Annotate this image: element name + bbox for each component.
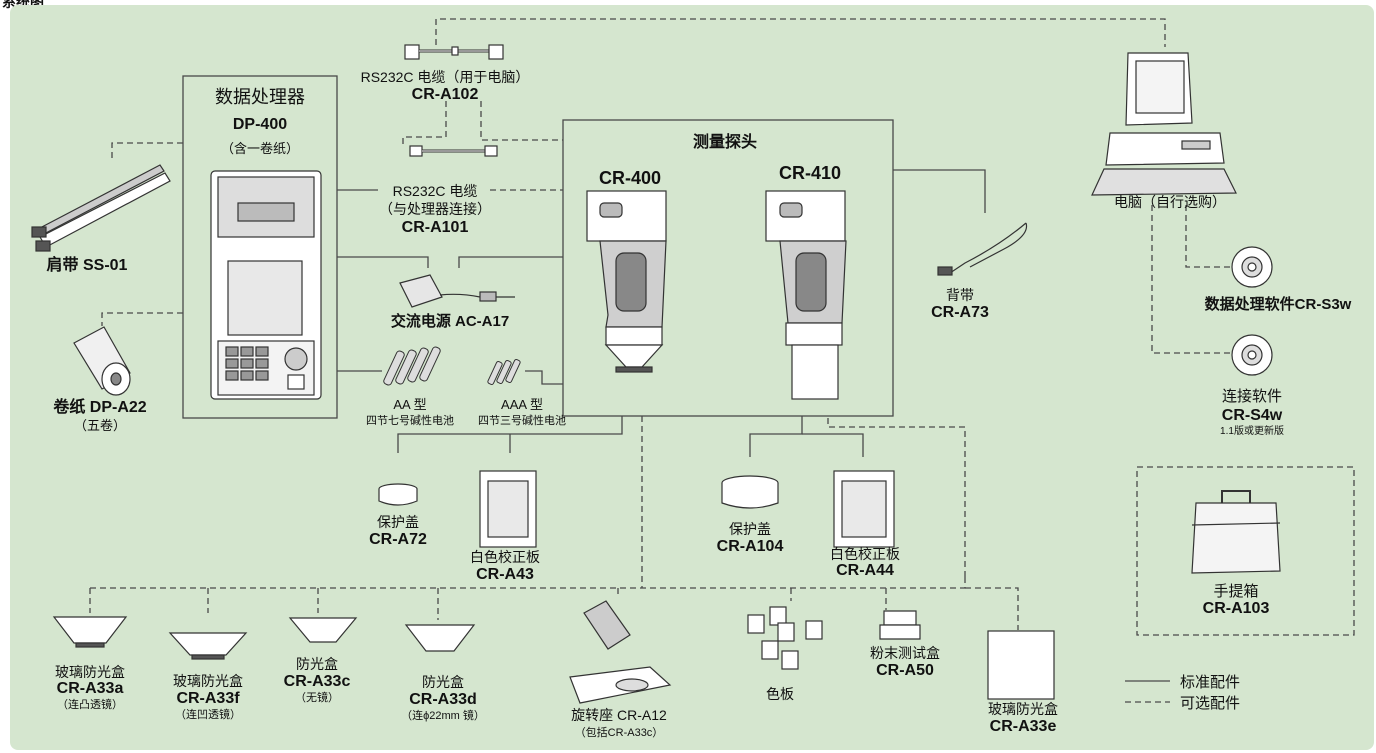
a33d-model: CR-A33d bbox=[409, 691, 477, 708]
processor-title: 数据处理器 bbox=[215, 87, 305, 107]
a33c-note: （无镜） bbox=[295, 692, 339, 704]
hand-strap-image bbox=[937, 222, 1028, 276]
software-link-model: CR-S4w bbox=[1221, 407, 1283, 424]
probe-title: 测量探头 bbox=[692, 134, 757, 151]
cal-a43-model: CR-A43 bbox=[476, 566, 534, 583]
aaa-battery-label: AAA 型 bbox=[501, 397, 543, 412]
a33c-model: CR-A33c bbox=[283, 673, 351, 690]
a33e-name: 玻璃防光盒 bbox=[988, 701, 1058, 717]
pc-cable-name: RS232C 电缆（用于电脑） bbox=[360, 69, 530, 85]
a33e-model: CR-A33e bbox=[989, 718, 1057, 735]
cap-a104-model: CR-A104 bbox=[716, 538, 784, 555]
cal-a44-name: 白色校正板 bbox=[830, 546, 900, 562]
software-link-note: 1.1版或更新版 bbox=[1220, 426, 1284, 437]
a33d-name: 防光盒 bbox=[422, 674, 464, 690]
ac-adapter-label: 交流电源 AC-A17 bbox=[390, 313, 510, 330]
case-name: 手提箱 bbox=[1213, 583, 1259, 600]
ac-adapter-image bbox=[399, 274, 515, 308]
aa-battery-image bbox=[383, 346, 441, 386]
cal-a43-name: 白色校正板 bbox=[470, 549, 540, 565]
roll-paper-image bbox=[73, 326, 131, 396]
a33f-model: CR-A33f bbox=[176, 690, 240, 707]
case-model: CR-A103 bbox=[1202, 600, 1270, 617]
rotating-stand-image bbox=[569, 600, 672, 704]
aa-battery-sub: 四节七号碱性电池 bbox=[366, 415, 454, 427]
legend-lines bbox=[1125, 680, 1170, 703]
color-tiles-image bbox=[747, 606, 823, 670]
cr-410-head-image bbox=[765, 190, 847, 400]
a33a-note: （连凸透镜） bbox=[57, 699, 123, 711]
a33f-note: （连凹透镜） bbox=[175, 709, 241, 721]
shoulder-strap-image bbox=[31, 164, 171, 252]
software-disc-images bbox=[1231, 246, 1273, 376]
cap-a104-name: 保护盖 bbox=[729, 521, 771, 537]
processor-box bbox=[182, 75, 338, 419]
dp-cable-name: RS232C 电缆 bbox=[392, 183, 478, 199]
stand-note: （包括CR-A33c） bbox=[574, 727, 664, 739]
software-data-label: 数据处理软件CR-S3w bbox=[1204, 296, 1352, 313]
processor-model: DP-400 bbox=[232, 116, 288, 133]
cal-a44-model: CR-A44 bbox=[836, 562, 894, 579]
probe-cr400-label: CR-400 bbox=[598, 168, 662, 188]
carrying-case-image bbox=[1191, 490, 1281, 574]
hand-strap-model: CR-A73 bbox=[931, 304, 989, 321]
powder-model: CR-A50 bbox=[876, 662, 934, 679]
pc-cable-model: CR-A102 bbox=[411, 86, 479, 103]
aa-battery-label: AA 型 bbox=[393, 397, 427, 412]
roll-paper-label: 卷纸 DP-A22 bbox=[53, 399, 147, 416]
cap-a72-name: 保护盖 bbox=[377, 514, 419, 530]
color-tiles-label: 色板 bbox=[766, 686, 794, 702]
pc-label: 电脑（自行选购） bbox=[1114, 194, 1226, 210]
dp-cable-sub: （与处理器连接） bbox=[379, 201, 491, 217]
aaa-battery-image bbox=[487, 359, 521, 385]
white-plate-a43-image bbox=[479, 470, 537, 548]
legend-standard: 标准配件 bbox=[1180, 674, 1241, 691]
powder-name: 粉末测试盒 bbox=[870, 645, 940, 661]
processor-note: （含一卷纸） bbox=[220, 141, 299, 156]
dp-400-device-image bbox=[210, 170, 322, 400]
dp-cable-model: CR-A101 bbox=[401, 219, 469, 236]
connection-diagram bbox=[31, 18, 1355, 704]
cap-a72-model: CR-A72 bbox=[369, 531, 427, 548]
protective-cap-a72-image bbox=[378, 483, 418, 506]
rs232c-dp-cable-image bbox=[409, 145, 498, 157]
legend-optional: 可选配件 bbox=[1180, 695, 1241, 712]
optional-connection-lines bbox=[89, 18, 1355, 636]
aaa-battery-sub: 四节三号碱性电池 bbox=[478, 415, 566, 427]
pc-image bbox=[1091, 52, 1237, 196]
hand-strap-name: 背带 bbox=[946, 287, 974, 303]
a33f-name: 玻璃防光盒 bbox=[173, 673, 243, 689]
probe-box bbox=[562, 119, 894, 417]
shoulder-strap-label: 肩带 SS-01 bbox=[46, 257, 128, 274]
a33d-note: （连ϕ22mm 镜） bbox=[401, 710, 485, 722]
probe-cr410-label: CR-410 bbox=[778, 163, 842, 183]
cr-400-head-image bbox=[586, 190, 667, 373]
light-tube-image bbox=[52, 610, 1055, 700]
software-link-name: 连接软件 bbox=[1221, 388, 1282, 405]
roll-paper-sub: （五卷） bbox=[73, 418, 126, 433]
a33a-model: CR-A33a bbox=[56, 680, 124, 697]
system-diagram-panel: 数据处理器 DP-400 （含一卷纸） 测量探头 CR-400 CR-410 R… bbox=[10, 5, 1374, 750]
a33a-name: 玻璃防光盒 bbox=[55, 664, 125, 680]
protective-cap-a104-image bbox=[721, 475, 779, 509]
a33c-name: 防光盒 bbox=[296, 656, 338, 672]
standard-connection-lines bbox=[182, 75, 986, 457]
white-plate-a44-image bbox=[833, 470, 895, 548]
stand-name: 旋转座 CR-A12 bbox=[571, 707, 667, 723]
rs232c-pc-cable-image bbox=[404, 44, 504, 60]
